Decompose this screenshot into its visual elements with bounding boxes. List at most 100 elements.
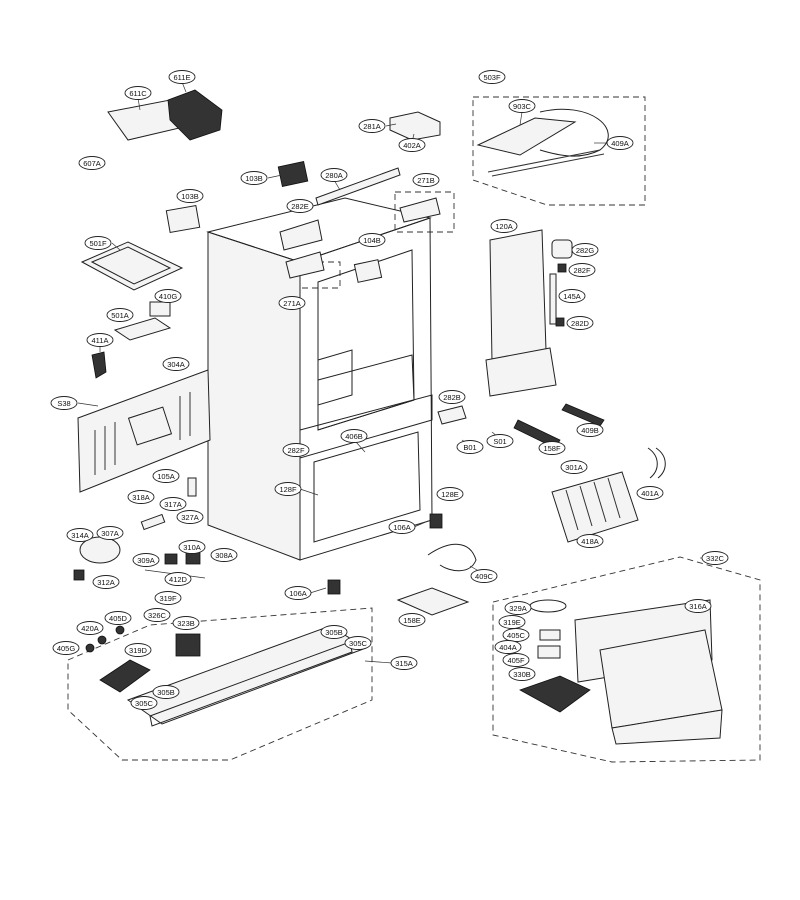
callout-409c: 409C <box>470 569 498 583</box>
callout-bubble <box>320 168 348 182</box>
callout-text: 315A <box>395 659 413 668</box>
callout-text: 410G <box>159 292 178 301</box>
part-103B-upper <box>277 161 309 187</box>
part-409B-heater <box>561 403 605 427</box>
callout-text: 103B <box>245 174 263 183</box>
callout-text: 332C <box>706 554 725 563</box>
part-318A-valve <box>140 513 166 531</box>
callout-611e: 611E <box>168 70 196 84</box>
callout-text: 317A <box>164 500 182 509</box>
callout-305b: 305B <box>320 625 348 639</box>
callout-bubble <box>636 486 664 500</box>
callout-120a: 120A <box>490 219 518 233</box>
part-503F-panel <box>476 117 577 156</box>
part-409C-cable <box>427 543 477 572</box>
callout-bubble <box>470 569 498 583</box>
callout-text: 301A <box>565 463 583 472</box>
callout-317a: 317A <box>159 497 187 511</box>
callout-bubble <box>508 667 536 681</box>
part-330B-duct <box>519 675 591 713</box>
part-301A-evaporator <box>551 471 639 543</box>
callout-316a: 316A <box>684 599 712 613</box>
leader-315A <box>364 660 393 664</box>
callout-text: 318A <box>132 493 150 502</box>
callout-text: 405F <box>507 656 525 665</box>
dispenser-trim-group <box>476 108 609 177</box>
ice-room-wall <box>317 349 353 406</box>
callout-text: 103B <box>181 192 199 201</box>
callout-319e: 319E <box>498 615 526 629</box>
part-405D-grommet <box>115 625 125 635</box>
callout-bubble <box>560 460 588 474</box>
callout-s38: S38 <box>50 396 78 410</box>
callout-106a: 106A <box>284 586 312 600</box>
callout-607a: 607A <box>78 156 106 170</box>
callout-text: 503F <box>483 73 501 82</box>
evaporator-group <box>551 447 666 543</box>
callout-bubble <box>494 640 522 654</box>
leader-611C <box>137 97 141 111</box>
callout-158e: 158E <box>398 613 426 627</box>
part-271B-hinge <box>399 197 441 223</box>
callout-bubble <box>152 469 180 483</box>
part-271A-hinge <box>285 251 325 279</box>
callout-text: 304A <box>167 360 185 369</box>
callout-308a: 308A <box>210 548 238 562</box>
part-409A-strip-2 <box>491 153 605 177</box>
callout-405g: 405G <box>52 641 80 655</box>
callout-bubble <box>358 119 386 133</box>
part-280A-rail <box>315 167 401 206</box>
callout-bubble <box>478 70 506 84</box>
callout-text: 282F <box>573 266 591 275</box>
callout-bubble <box>398 138 426 152</box>
callout-bubble <box>154 289 182 303</box>
part-103B-side <box>165 204 201 234</box>
callout-405f: 405F <box>502 653 530 667</box>
group-box-332C <box>492 556 761 763</box>
callout-105a: 105A <box>152 469 180 483</box>
callout-405c: 405C <box>502 628 530 642</box>
callout-bubble <box>286 199 314 213</box>
callout-s01: S01 <box>486 434 514 448</box>
part-120A-duct-base <box>485 347 557 397</box>
callout-text: 106A <box>393 523 411 532</box>
callout-text: 310A <box>183 543 201 552</box>
callout-bubble <box>282 443 310 457</box>
leader-501F <box>111 242 121 251</box>
leader-103B-a <box>267 174 283 179</box>
callout-330b: 330B <box>508 667 536 681</box>
callout-text: 409A <box>611 139 629 148</box>
callout-327a: 327A <box>176 510 204 524</box>
callout-text: 903C <box>513 102 532 111</box>
callout-text: 401A <box>641 489 659 498</box>
callout-301a: 301A <box>560 460 588 474</box>
callout-text: 319D <box>129 646 148 655</box>
part-315A-base <box>126 625 368 725</box>
callout-bubble <box>154 591 182 605</box>
callout-418a: 418A <box>576 534 604 548</box>
callout-280a: 280A <box>320 168 348 182</box>
part-282E-hinge <box>279 219 323 251</box>
callout-bubble <box>508 99 536 113</box>
callout-bubble <box>168 70 196 84</box>
group-box-271B <box>394 191 455 233</box>
callout-text: 409B <box>581 426 599 435</box>
callout-text: 405C <box>507 631 526 640</box>
callout-bubble <box>320 625 348 639</box>
callout-text: 404A <box>499 643 517 652</box>
callout-text: 307A <box>101 529 119 538</box>
callout-319f: 319F <box>154 591 182 605</box>
callout-bubble <box>490 219 518 233</box>
part-501A-plate <box>113 317 172 341</box>
group-box-503F <box>472 96 646 206</box>
callout-bubble <box>456 440 484 454</box>
callout-bubble <box>172 616 200 630</box>
callout-332c: 332C <box>701 551 729 565</box>
callout-bubble <box>240 171 268 185</box>
part-405C-mount <box>539 629 561 641</box>
callout-text: 405G <box>57 644 76 653</box>
leader-128F <box>299 488 319 496</box>
callout-text: 281A <box>363 122 381 131</box>
part-411A-lamp <box>91 351 107 379</box>
